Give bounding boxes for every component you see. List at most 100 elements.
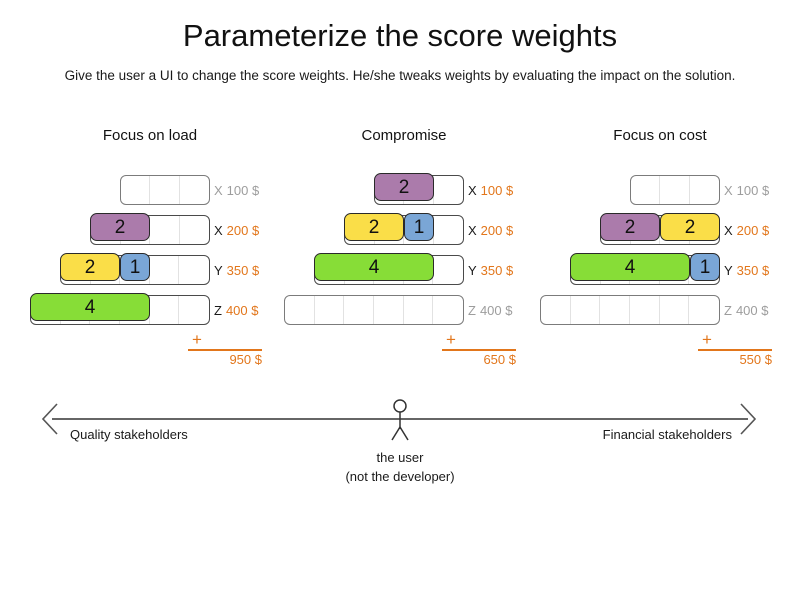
row-label-amount: 400 $ — [479, 302, 513, 318]
row-label-amount: 200 $ — [226, 222, 260, 238]
weight-segment[interactable]: 2 — [344, 213, 404, 241]
track-cell[interactable] — [541, 296, 571, 324]
weight-track[interactable] — [630, 175, 720, 205]
track-cell[interactable] — [404, 296, 434, 324]
axis-label-right: Financial stakeholders — [602, 427, 732, 442]
row-label-amount: 100 $ — [736, 182, 770, 198]
track-cell[interactable] — [660, 176, 690, 204]
weight-segment[interactable]: 4 — [314, 253, 434, 281]
row-label-key: Y — [214, 262, 223, 278]
track-cell[interactable] — [150, 216, 180, 244]
weight-segment[interactable]: 1 — [404, 213, 434, 241]
weight-segment[interactable]: 2 — [374, 173, 434, 201]
row-label-key: Z — [468, 302, 476, 318]
row-label-key: X — [214, 222, 223, 238]
total-rule — [698, 349, 772, 351]
track-cell[interactable] — [433, 256, 463, 284]
track-cell[interactable] — [150, 296, 180, 324]
row-label-key: Y — [468, 262, 477, 278]
track-cell[interactable] — [150, 176, 180, 204]
track-cell[interactable] — [571, 296, 601, 324]
weight-track[interactable] — [120, 175, 210, 205]
row-label-amount: 200 $ — [736, 222, 770, 238]
track-cell[interactable] — [180, 176, 209, 204]
track-cell[interactable] — [689, 296, 719, 324]
track-cell[interactable] — [600, 296, 631, 324]
stick-figure-icon — [383, 396, 417, 446]
row-label-key: Y — [724, 262, 733, 278]
column-total: +550 $ — [692, 330, 792, 379]
total-rule — [188, 349, 262, 351]
page-subtitle: Give the user a UI to change the score w… — [64, 68, 736, 83]
track-cell[interactable] — [690, 176, 719, 204]
track-cell[interactable] — [285, 296, 315, 324]
total-value: 950 $ — [229, 352, 262, 367]
weight-segment[interactable]: 4 — [30, 293, 150, 321]
weight-track[interactable] — [540, 295, 720, 325]
weight-track[interactable] — [284, 295, 464, 325]
weight-segment[interactable]: 2 — [600, 213, 660, 241]
row-label-amount: 350 $ — [226, 262, 260, 278]
track-cell[interactable] — [180, 216, 209, 244]
weight-segment[interactable]: 2 — [60, 253, 120, 281]
track-cell[interactable] — [150, 256, 180, 284]
track-cell[interactable] — [121, 176, 151, 204]
row-label-key: X — [468, 182, 477, 198]
row-label-amount: 350 $ — [736, 262, 770, 278]
track-cell[interactable] — [374, 296, 404, 324]
weight-segment[interactable]: 2 — [90, 213, 150, 241]
plus-icon: + — [446, 330, 456, 349]
track-cell[interactable] — [344, 296, 375, 324]
weight-segment[interactable]: 1 — [690, 253, 720, 281]
track-cell[interactable] — [433, 296, 463, 324]
total-rule — [442, 349, 516, 351]
stakeholder-axis: Quality stakeholders Financial stakehold… — [0, 396, 800, 516]
axis-label-left: Quality stakeholders — [70, 427, 188, 442]
track-cell[interactable] — [179, 256, 209, 284]
weight-segment[interactable]: 4 — [570, 253, 690, 281]
track-cell[interactable] — [434, 176, 463, 204]
row-label-key: X — [724, 182, 733, 198]
row-label-amount: 350 $ — [480, 262, 514, 278]
user-caption: the user (not the developer) — [330, 448, 470, 486]
weight-segment[interactable]: 1 — [120, 253, 150, 281]
row-label-key: X — [468, 222, 477, 238]
user-caption-line2: (not the developer) — [345, 469, 455, 484]
row-label-key: X — [214, 182, 223, 198]
row-label-amount: 400 $ — [225, 302, 259, 318]
track-cell[interactable] — [660, 296, 690, 324]
track-cell[interactable] — [434, 216, 463, 244]
row-label-amount: 100 $ — [226, 182, 260, 198]
weight-segment[interactable]: 2 — [660, 213, 720, 241]
track-cell[interactable] — [315, 296, 345, 324]
track-cell[interactable] — [630, 296, 660, 324]
plus-icon: + — [702, 330, 712, 349]
track-cell[interactable] — [179, 296, 209, 324]
column-total: +950 $ — [182, 331, 282, 379]
track-cell[interactable] — [631, 176, 661, 204]
